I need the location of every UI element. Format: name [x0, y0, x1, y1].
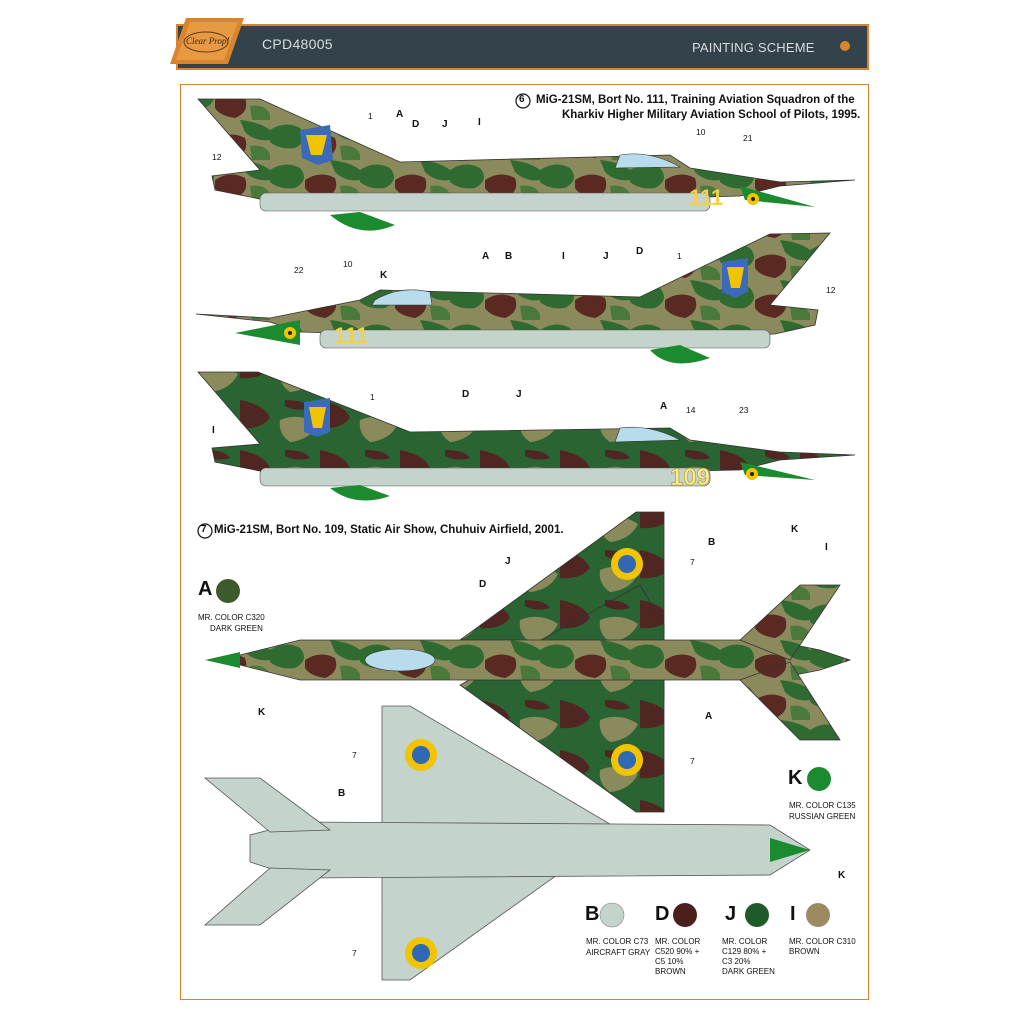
callout-letter-D3: D [462, 389, 470, 400]
swatch-letter-D: D [655, 903, 670, 925]
bottom-view [203, 705, 811, 981]
scheme6-title-line1: MiG-21SM, Bort No. 111, Training Aviatio… [536, 94, 855, 106]
callout-letter-K4: K [838, 870, 846, 881]
swatch-I-line2: BROWN [789, 947, 820, 956]
side-view-111-left [197, 98, 856, 231]
scheme7-title: MiG-21SM, Bort No. 109, Static Air Show,… [214, 524, 564, 536]
bort-number-111-a: 111 [689, 185, 723, 210]
callout-14: 14 [686, 405, 696, 415]
swatch-letter-A: A [198, 578, 213, 600]
swatch-D-line3: C5 10% [655, 957, 684, 966]
callout-1: 1 [368, 111, 373, 121]
callout-12b: 12 [826, 285, 836, 295]
callout-letter-I4: I [825, 542, 828, 553]
callout-7b: 7 [690, 756, 695, 766]
callout-letter-A3: A [660, 401, 668, 412]
header-dot-icon [840, 41, 850, 51]
bort-number-109: 109 [670, 464, 710, 491]
side-view-111-right [195, 232, 831, 364]
swatch-J-line1: MR. COLOR [722, 937, 768, 946]
swatch-J-line4: DARK GREEN [722, 967, 775, 976]
callout-letter-K2: K [791, 524, 799, 535]
swatch-K-line1: MR. COLOR C135 [789, 801, 856, 810]
callout-1c: 1 [370, 392, 375, 402]
callout-23: 23 [739, 405, 749, 415]
callout-letter-I: I [478, 117, 481, 128]
callout-7c: 7 [352, 750, 357, 760]
scheme6-title-line2: Kharkiv Higher Military Aviation School … [562, 109, 861, 121]
callout-12: 12 [212, 152, 222, 162]
swatch-J-line2: C129 80% + [722, 947, 767, 956]
callout-letter-A: A [396, 109, 404, 120]
callout-7a: 7 [690, 557, 695, 567]
swatch-letter-K: K [788, 767, 803, 789]
top-view [205, 511, 852, 813]
swatch-A-line2: DARK GREEN [210, 624, 263, 633]
svg-text:Clear Prop!: Clear Prop! [186, 36, 229, 46]
bort-number-111-b: 111 [334, 323, 368, 348]
callout-letter-B: B [505, 251, 513, 262]
scheme6-number: 6 [519, 94, 525, 105]
callout-letter-K3: K [258, 707, 266, 718]
callout-letter-D4: D [479, 579, 487, 590]
header-title: PAINTING SCHEME [692, 40, 815, 55]
callout-letter-I2: I [562, 251, 565, 262]
callout-letter-J3: J [516, 389, 522, 400]
callout-letter-A2: A [482, 251, 490, 262]
callout-letter-D2: D [636, 246, 644, 257]
callout-letter-A4: A [705, 711, 713, 722]
callout-letter-B3: B [338, 788, 346, 799]
swatch-letter-B: B [585, 903, 600, 925]
clear-prop-logo: Clear Prop! [170, 18, 244, 64]
swatch-B-line1: MR. COLOR C73 [586, 937, 649, 946]
header-bar [176, 24, 869, 70]
callout-21: 21 [743, 133, 753, 143]
callout-letter-K: K [380, 270, 388, 281]
swatch-K-line2: RUSSIAN GREEN [789, 812, 856, 821]
callout-letter-I3: I [212, 425, 215, 436]
swatch-B-line2: AIRCRAFT GRAY [586, 948, 651, 957]
swatch-A-line1: MR. COLOR C320 [198, 613, 265, 622]
callout-10: 10 [696, 127, 706, 137]
callout-letter-D: D [412, 119, 420, 130]
callout-1b: 1 [677, 251, 682, 261]
side-view-109 [197, 371, 856, 501]
content-frame [180, 84, 869, 1000]
callout-10b: 10 [343, 259, 353, 269]
product-code: CPD48005 [262, 36, 333, 52]
callout-letter-J2: J [603, 251, 609, 262]
swatch-D-line1: MR. COLOR [655, 937, 701, 946]
swatch-J-line3: C3 20% [722, 957, 751, 966]
callout-letter-J: J [442, 119, 448, 130]
swatch-letter-J: J [725, 903, 737, 925]
scheme7-number: 7 [201, 524, 207, 535]
swatch-I-line1: MR. COLOR C310 [789, 937, 856, 946]
callout-letter-J4: J [505, 556, 511, 567]
callout-7d: 7 [352, 948, 357, 958]
callout-22: 22 [294, 265, 304, 275]
swatch-letter-I: I [790, 903, 796, 925]
swatch-D-line2: C520 90% + [655, 947, 700, 956]
callout-letter-B2: B [708, 537, 716, 548]
swatch-D-line4: BROWN [655, 967, 686, 976]
